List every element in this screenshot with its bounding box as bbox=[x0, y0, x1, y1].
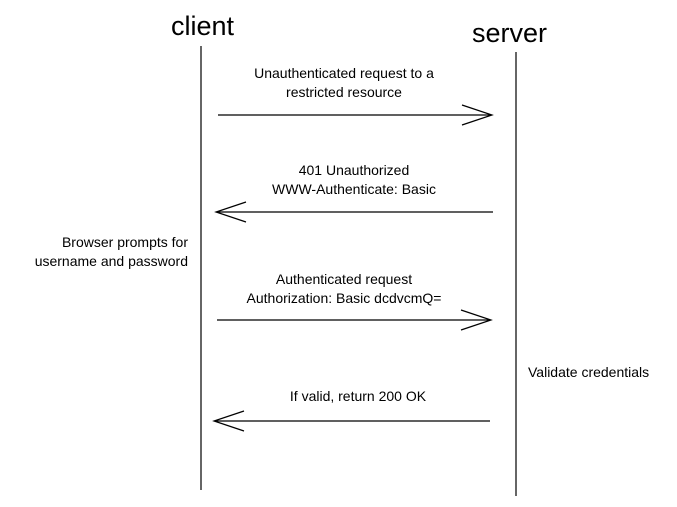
browser-prompt-note: Browser prompts for username and passwor… bbox=[8, 233, 188, 271]
note-line: username and password bbox=[34, 253, 188, 269]
arrow-401-response bbox=[214, 201, 493, 223]
message-request-label: Unauthenticated request to a restricted … bbox=[229, 64, 459, 102]
server-lane-title: server bbox=[472, 18, 548, 48]
client-lane-title: client bbox=[171, 11, 235, 41]
message-line: Authenticated request bbox=[275, 271, 413, 287]
arrow-200-ok bbox=[212, 410, 490, 432]
arrow-authenticated-request bbox=[217, 309, 493, 331]
message-200-label: If valid, return 200 OK bbox=[258, 387, 458, 406]
arrow-request bbox=[218, 104, 494, 126]
message-line: restricted resource bbox=[286, 84, 402, 100]
message-authenticated-label: Authenticated request Authorization: Bas… bbox=[214, 270, 474, 308]
message-line: Unauthenticated request to a bbox=[254, 65, 434, 81]
message-line: 401 Unauthorized bbox=[298, 162, 410, 178]
validate-credentials-note: Validate credentials bbox=[528, 364, 650, 380]
message-401-label: 401 Unauthorized WWW-Authenticate: Basic bbox=[244, 161, 464, 199]
note-line: Browser prompts for bbox=[61, 234, 188, 250]
message-line: If valid, return 200 OK bbox=[289, 388, 427, 404]
message-line: WWW-Authenticate: Basic bbox=[272, 181, 436, 197]
message-line: Authorization: Basic dcdvcmQ= bbox=[246, 290, 442, 306]
